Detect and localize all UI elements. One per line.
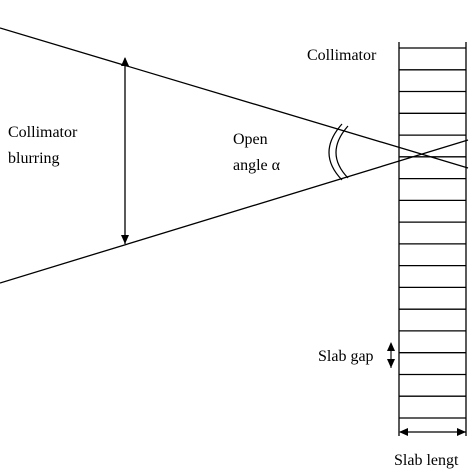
cone-upper-line — [0, 27, 469, 169]
collimator-blurring-label-line2: blurring — [8, 150, 60, 167]
open-angle-label-line2: angle α — [233, 157, 281, 174]
slab-gap-label: Slab gap — [318, 348, 374, 365]
collimator-blurring-label-line1: Collimator — [8, 124, 78, 141]
collimator-label: Collimator — [307, 47, 377, 64]
open-angle-arc-inner — [335, 125, 349, 179]
slab-length-label: Slab lengt — [394, 452, 459, 469]
open-angle-label-line1: Open — [233, 131, 268, 148]
cone-lower-line — [0, 139, 469, 284]
collimator-slabs — [399, 47, 466, 419]
open-angle-arc-outer — [328, 123, 343, 181]
